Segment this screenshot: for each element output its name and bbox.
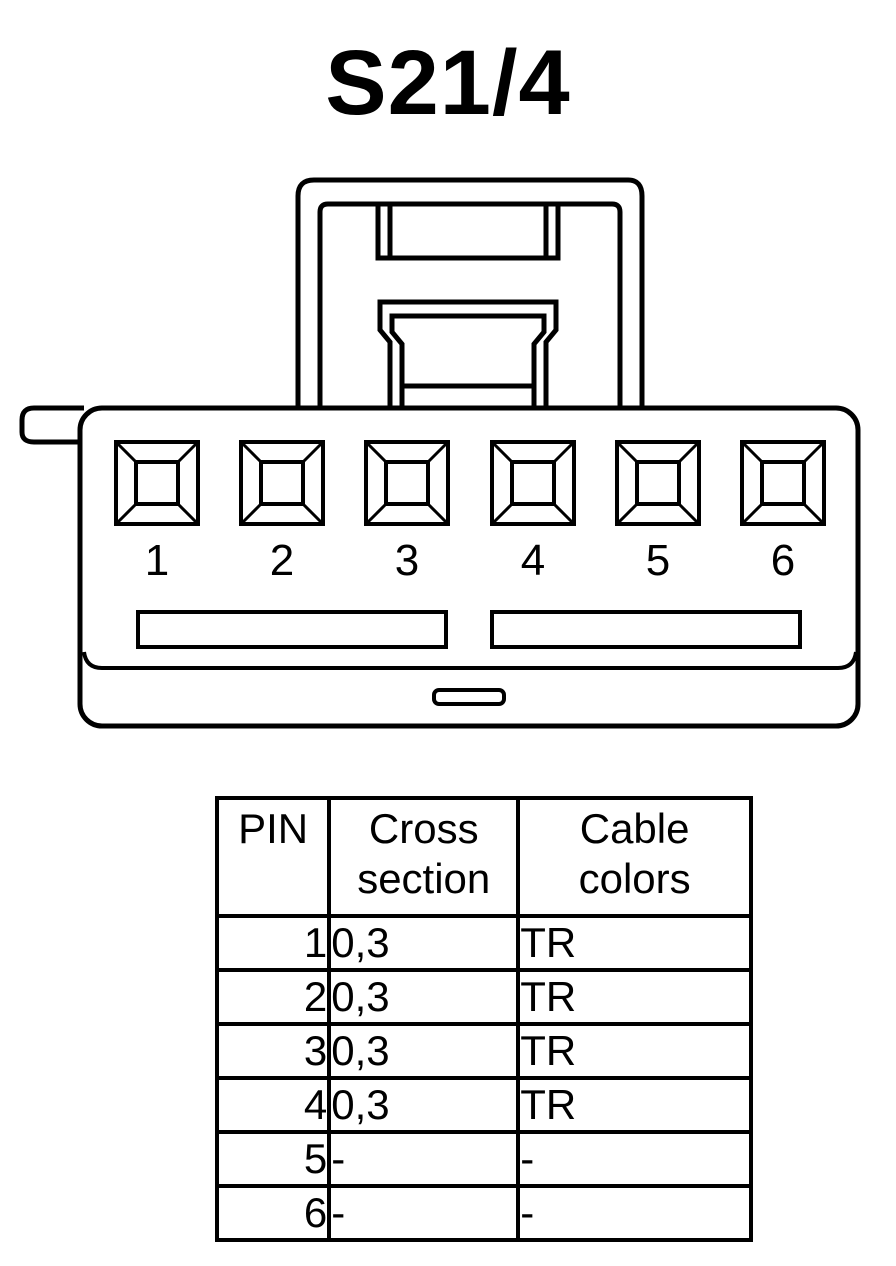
cross-section-cell: 0,3	[327, 1076, 521, 1134]
header-cross-section: Cross section	[327, 796, 521, 918]
pin-number-2: 2	[270, 536, 294, 585]
connector-drawing: 1 2 3 4 5 6	[19, 177, 861, 729]
pin-cavity-6	[740, 440, 826, 526]
table-row: 4 0,3 TR	[214, 1076, 753, 1134]
pin-cavity-3	[364, 440, 450, 526]
pin-cavity-4	[490, 440, 576, 526]
cross-section-cell: -	[327, 1130, 521, 1188]
pinout-table: PIN Cross section Cable colors 1 0,3 TR …	[214, 796, 753, 1242]
header-pin: PIN	[214, 796, 332, 918]
pin-cell: 1	[214, 914, 332, 972]
connector-key-slot	[432, 688, 506, 706]
cable-color-cell: TR	[516, 914, 753, 972]
pin-cell: 4	[214, 1076, 332, 1134]
cross-section-cell: -	[327, 1184, 521, 1242]
pin-cell: 6	[214, 1184, 332, 1242]
pin-cell: 5	[214, 1130, 332, 1188]
table-row: 2 0,3 TR	[214, 968, 753, 1026]
table-row: 3 0,3 TR	[214, 1022, 753, 1080]
pin-cavity-2	[239, 440, 325, 526]
pin-cavities	[114, 440, 826, 526]
cable-color-cell: TR	[516, 968, 753, 1026]
cross-section-cell: 0,3	[327, 914, 521, 972]
cross-section-cell: 0,3	[327, 968, 521, 1026]
table-row: 6 - -	[214, 1184, 753, 1242]
connector-side-tab	[19, 405, 84, 445]
table-row: 5 - -	[214, 1130, 753, 1188]
cable-color-cell: -	[516, 1130, 753, 1188]
lower-slot-right	[490, 610, 802, 649]
pin-cell: 2	[214, 968, 332, 1026]
connector-face-divider	[82, 651, 858, 670]
table-header-row: PIN Cross section Cable colors	[214, 796, 753, 918]
header-cable-colors: Cable colors	[516, 796, 753, 918]
connector-title: S21/4	[325, 32, 571, 134]
pin-number-5: 5	[646, 536, 670, 585]
cable-color-cell: -	[516, 1184, 753, 1242]
pin-cavity-1	[114, 440, 200, 526]
pin-number-6: 6	[771, 536, 795, 585]
pin-numbers: 1 2 3 4 5 6	[145, 536, 795, 585]
cross-section-cell: 0,3	[327, 1022, 521, 1080]
pin-cavity-5	[615, 440, 701, 526]
pin-number-1: 1	[145, 536, 169, 585]
pin-cell: 3	[214, 1022, 332, 1080]
pin-number-4: 4	[521, 536, 545, 585]
lower-slot-left	[136, 610, 448, 649]
connector-latch	[295, 177, 645, 410]
cable-color-cell: TR	[516, 1022, 753, 1080]
table-row: 1 0,3 TR	[214, 914, 753, 972]
pin-number-3: 3	[395, 536, 419, 585]
cable-color-cell: TR	[516, 1076, 753, 1134]
